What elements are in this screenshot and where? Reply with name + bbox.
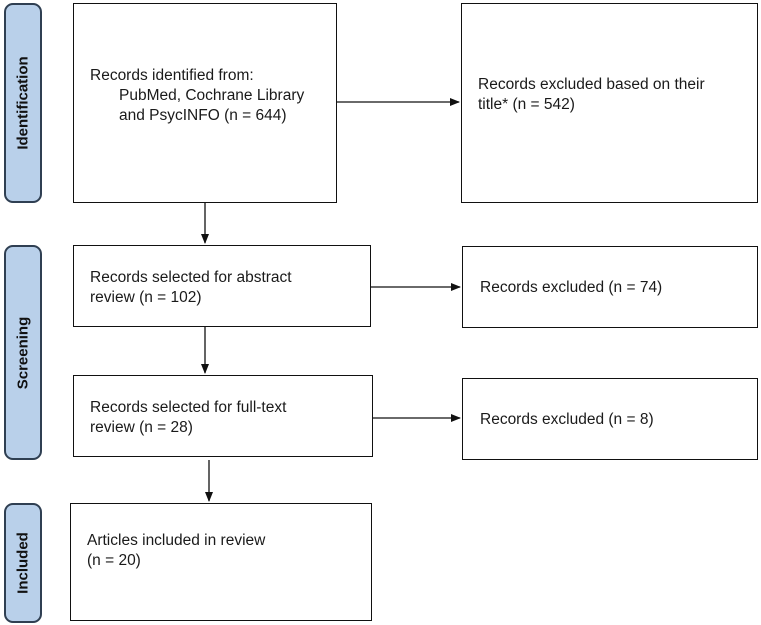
records-identified-line1: Records identified from:	[90, 67, 254, 84]
phase-included: Included	[4, 503, 42, 623]
fulltext-review-box: Records selected for full-text review (n…	[73, 375, 373, 457]
records-identified-line2: PubMed, Cochrane Library	[119, 87, 305, 104]
included-review-line2: (n = 20)	[87, 552, 141, 569]
excluded-fulltext-line1: Records excluded (n = 8)	[480, 411, 654, 428]
excluded-title-box: Records excluded based on their title* (…	[461, 3, 758, 203]
excluded-fulltext-box: Records excluded (n = 8)	[462, 378, 758, 460]
excluded-title-line2: title* (n = 542)	[478, 96, 575, 113]
included-review-line1: Articles included in review	[87, 532, 266, 549]
abstract-review-box: Records selected for abstract review (n …	[73, 245, 371, 327]
abstract-review-line2: review (n = 102)	[90, 289, 202, 306]
excluded-abstract-box: Records excluded (n = 74)	[462, 246, 758, 328]
excluded-abstract-line1: Records excluded (n = 74)	[480, 279, 663, 296]
fulltext-review-line2: review (n = 28)	[90, 419, 193, 436]
included-review-box: Articles included in review (n = 20)	[70, 503, 372, 621]
excluded-title-line1: Records excluded based on their	[478, 76, 705, 93]
phase-screening: Screening	[4, 245, 42, 460]
records-identified-box: Records identified from: PubMed, Cochran…	[73, 3, 337, 203]
phase-identification: Identification	[4, 3, 42, 203]
records-identified-line3: and PsycINFO (n = 644)	[119, 107, 287, 124]
abstract-review-line1: Records selected for abstract	[90, 269, 292, 286]
fulltext-review-line1: Records selected for full-text	[90, 399, 287, 416]
